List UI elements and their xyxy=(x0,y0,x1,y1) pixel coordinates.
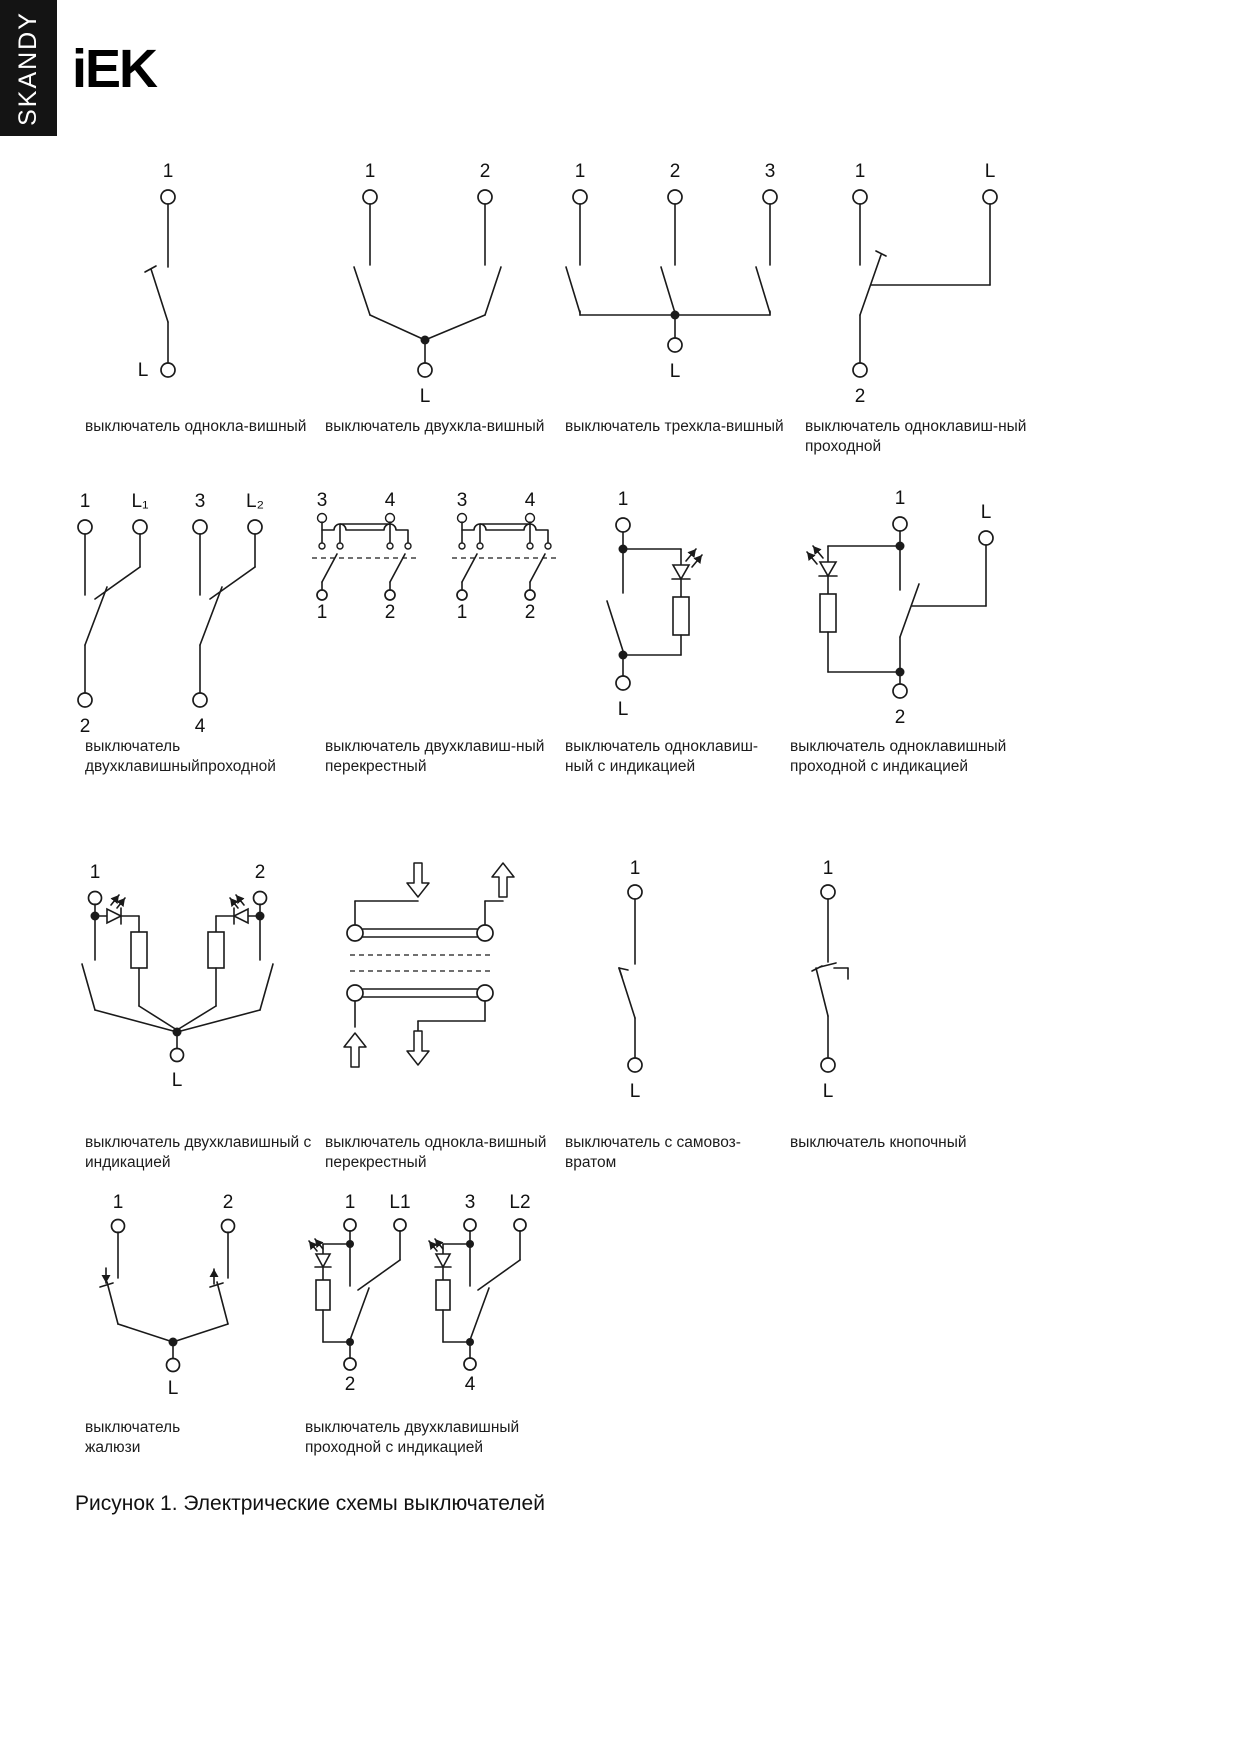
diagram-two-key-with-indicator: 1 2 L xyxy=(81,862,274,1091)
terminal-label: 2 xyxy=(255,862,266,883)
terminal-label: 3 xyxy=(457,490,468,511)
terminal-label: 2 xyxy=(80,716,91,737)
terminal-label: 4 xyxy=(465,1374,476,1395)
circuit-drawing xyxy=(811,884,849,1073)
terminal-label: 1 xyxy=(855,161,866,182)
diagram-double-passthrough-with-indicator: 1 L1 3 L2 2 4 xyxy=(308,1192,531,1395)
circuit-drawing xyxy=(99,1218,236,1373)
circuit-drawing xyxy=(312,512,558,601)
terminal-label: 2 xyxy=(345,1374,356,1395)
diagram-two-key-crossover: 3 4 1 2 3 4 1 2 xyxy=(312,490,558,623)
circuit-drawing xyxy=(308,1218,527,1371)
diagram-single-crossover xyxy=(343,862,515,1068)
terminal-label: 2 xyxy=(670,161,681,182)
terminal-label: 4 xyxy=(525,490,536,511)
terminal-label: L xyxy=(420,386,431,407)
circuit-drawing xyxy=(353,189,502,378)
terminal-label: 2 xyxy=(223,1192,234,1213)
circuit-drawing xyxy=(852,189,998,378)
circuit-drawing xyxy=(606,517,703,691)
diagram-three-key-switch: 1 2 3 L xyxy=(565,161,778,382)
diagram-passthrough-with-indicator: 1 L 2 xyxy=(806,488,994,728)
terminal-label: L xyxy=(618,699,629,720)
diagram-caption: выключатель трехкла-вишный xyxy=(565,418,784,435)
circuit-drawing xyxy=(343,862,515,1068)
terminal-label: 1 xyxy=(345,1192,356,1213)
diagram-caption: выключатель кнопочный xyxy=(790,1134,967,1151)
terminal-label: 1 xyxy=(823,858,834,879)
diagram-two-key-switch: 1 2 L xyxy=(353,161,502,407)
iek-logo: iEK xyxy=(72,39,158,99)
diagram-push-button-switch: 1 L xyxy=(811,858,849,1102)
circuit-drawing xyxy=(77,519,263,708)
figure-caption: Рисунок 1. Электрические схемы выключате… xyxy=(75,1492,545,1515)
terminal-label: 1 xyxy=(163,161,174,182)
terminal-label: L2 xyxy=(509,1192,530,1213)
diagram-single-with-indicator: 1 L xyxy=(606,489,703,720)
terminal-label: 3 xyxy=(465,1192,476,1213)
terminal-label: 2 xyxy=(480,161,491,182)
terminal-label: 1 xyxy=(317,602,328,623)
diagram-caption: выключатель однокла-вишный перекрестный xyxy=(325,1134,547,1171)
diagram-caption: выключатель двухклавиш-ный перекрестный xyxy=(325,738,545,775)
terminal-label: L xyxy=(138,360,149,381)
terminal-label: 3 xyxy=(765,161,776,182)
diagram-double-passthrough: 1 L₁ 3 L₂ 2 4 xyxy=(77,491,264,737)
terminal-label: 1 xyxy=(630,858,641,879)
terminal-label: 1 xyxy=(895,488,906,509)
diagram-self-return-switch: 1 L xyxy=(618,858,643,1102)
diagram-caption: выключатель жалюзи xyxy=(85,1419,181,1456)
terminal-label: L xyxy=(985,161,996,182)
terminal-label: 4 xyxy=(195,716,206,737)
terminal-label: 1 xyxy=(90,862,101,883)
terminal-label: L₂ xyxy=(246,491,264,512)
terminal-label: 3 xyxy=(195,491,206,512)
diagram-caption: выключатель одноклавишный проходной с ин… xyxy=(790,738,1007,775)
terminal-label: L xyxy=(823,1081,834,1102)
terminal-label: L xyxy=(670,361,681,382)
terminal-label: 1 xyxy=(365,161,376,182)
series-label: SKANDY xyxy=(14,10,42,126)
circuit-drawing xyxy=(618,884,643,1073)
diagram-caption: выключатель с самовоз-вратом xyxy=(565,1134,741,1171)
terminal-label: L xyxy=(168,1378,179,1399)
terminal-label: 1 xyxy=(575,161,586,182)
diagram-single-passthrough: 1 L 2 xyxy=(852,161,998,407)
terminal-label: L₁ xyxy=(132,491,149,512)
diagram-caption: выключатель одноклавиш-ный с индикацией xyxy=(565,738,759,775)
terminal-label: 1 xyxy=(618,489,629,510)
terminal-label: 1 xyxy=(457,602,468,623)
terminal-label: 2 xyxy=(525,602,536,623)
terminal-label: L1 xyxy=(389,1192,410,1213)
diagram-caption: выключатель двухкла-вишный xyxy=(325,418,545,435)
diagram-single-switch: 1 L xyxy=(138,161,176,381)
diagram-caption: выключатель одноклавиш-ный проходной xyxy=(805,418,1027,455)
terminal-label: 2 xyxy=(895,707,906,728)
circuit-drawing xyxy=(806,516,994,699)
circuit-drawing xyxy=(565,189,778,353)
terminal-label: 1 xyxy=(80,491,91,512)
terminal-label: 4 xyxy=(385,490,396,511)
diagram-caption: выключатель двухклавишный проходной с ин… xyxy=(305,1419,520,1456)
diagram-caption: выключатель двухклавишный с индикацией xyxy=(85,1134,312,1171)
circuit-drawing xyxy=(81,890,274,1063)
terminal-label: 2 xyxy=(385,602,396,623)
diagram-caption: выключатель двухклавишныйпроходной xyxy=(85,738,276,775)
terminal-label: L xyxy=(630,1081,641,1102)
terminal-label: 1 xyxy=(113,1192,124,1213)
terminal-label: 3 xyxy=(317,490,328,511)
terminal-label: 2 xyxy=(855,386,866,407)
series-side-bar: SKANDY xyxy=(0,0,57,136)
terminal-label: L xyxy=(981,502,992,523)
diagram-blinds-switch: 1 2 L xyxy=(99,1192,236,1399)
circuit-drawing xyxy=(144,189,176,378)
diagram-caption: выключатель однокла-вишный xyxy=(85,418,307,435)
terminal-label: L xyxy=(172,1070,183,1091)
